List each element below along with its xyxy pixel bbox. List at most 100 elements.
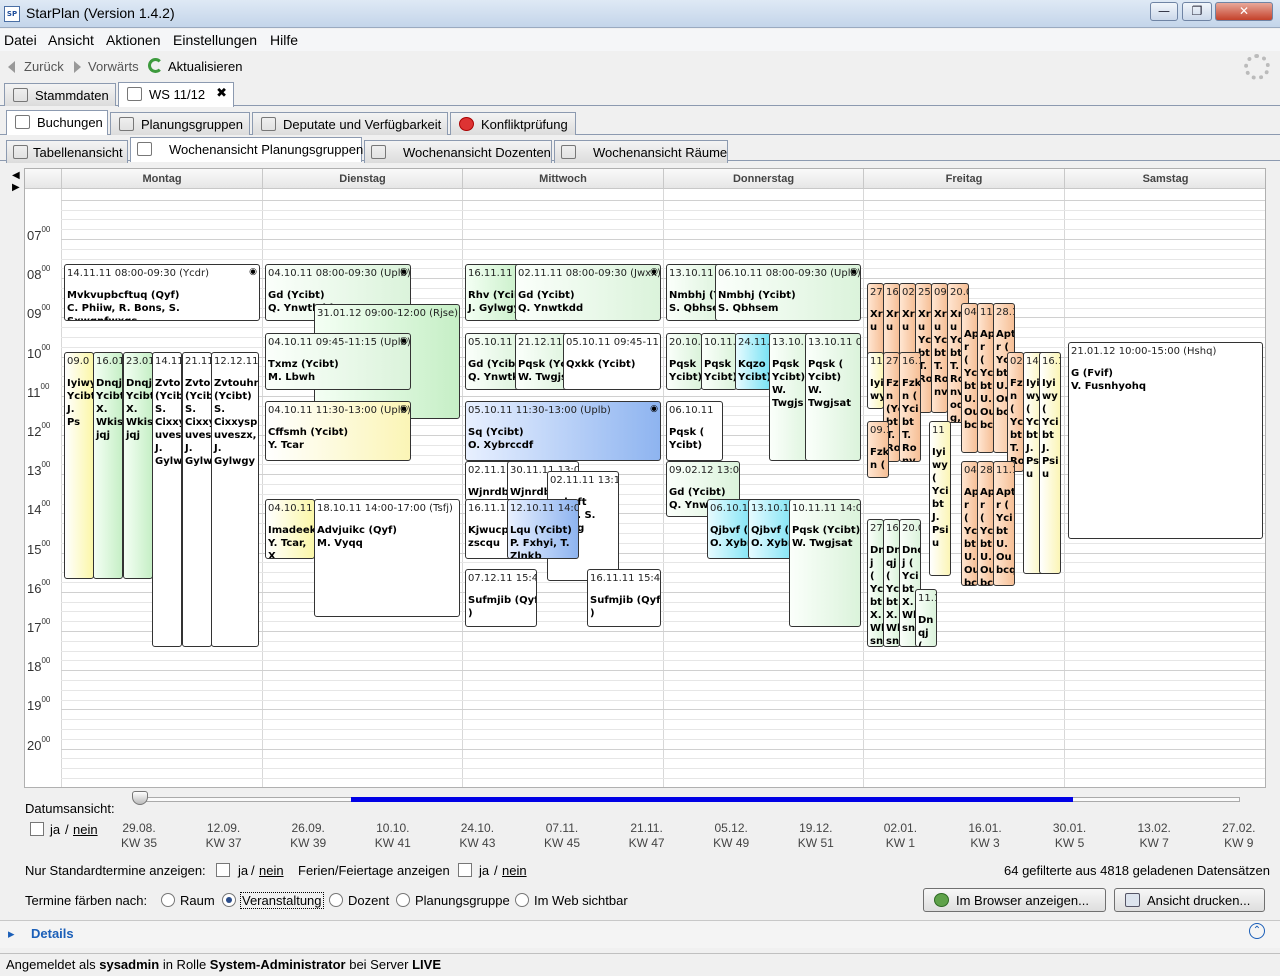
datum-checkbox[interactable]	[30, 822, 44, 836]
calendar-event[interactable]: 21.01.12 10:00-15:00 (Hshq)G (Fvif)V. Fu…	[1068, 342, 1263, 539]
calendar-event[interactable]: 04.10.11 11:30-13:00 (Uplb)Cffsmh (Ycibt…	[265, 401, 411, 461]
tab-wochenansicht-dozenten[interactable]: Wochenansicht Dozenten	[364, 140, 552, 163]
ferien-nein[interactable]: nein	[502, 863, 527, 878]
radio-veranstaltung-label[interactable]: Veranstaltung	[240, 892, 324, 909]
radio-dozent-label[interactable]: Dozent	[348, 893, 390, 908]
calendar-event[interactable]: 20.0Dnqj ( Yci bt X. Wk sn	[899, 519, 921, 647]
radio-dozent[interactable]	[329, 893, 343, 907]
standardtermine-checkbox[interactable]	[216, 863, 230, 877]
menu-hilfe[interactable]: Hilfe	[270, 32, 299, 48]
day-column[interactable]	[463, 189, 664, 787]
radio-web[interactable]	[515, 893, 529, 907]
tab-wochenansicht-raeume[interactable]: Wochenansicht Räume	[554, 140, 728, 163]
details-toggle[interactable]: Details	[31, 926, 74, 941]
tab-ws-11-12[interactable]: WS 11/12✖	[118, 82, 234, 107]
std-nein[interactable]: nein	[259, 863, 284, 878]
day-column[interactable]	[664, 189, 864, 787]
tab-wochenansicht-planungsgruppen[interactable]: Wochenansicht Planungsgruppen	[130, 137, 363, 162]
calendar-event[interactable]: 11.1Aptr ( Yci bt U. Ou bcq	[993, 461, 1015, 586]
ferien-checkbox[interactable]	[458, 863, 472, 877]
radio-veranstaltung[interactable]	[222, 893, 236, 907]
side-nav-arrows[interactable]: ◀▶	[12, 170, 20, 193]
browser-button[interactable]: Im Browser anzeigen...	[923, 888, 1106, 912]
calendar-event[interactable]: 13.10.11 09Pqsk (Ycibt) W. Twgjsat	[805, 333, 861, 461]
ferien-ja[interactable]: ja	[479, 863, 490, 878]
hour-value: 16	[27, 580, 42, 596]
tab-deputate[interactable]: Deputate und Verfügbarkeit	[252, 112, 448, 135]
date-slider-thumb[interactable]	[132, 791, 148, 805]
menu-datei[interactable]: Datei	[4, 32, 37, 48]
calendar-event[interactable]: 06.10.11 08:00-09:30 (Uplb)Nmbhj (Ycibt)…	[715, 264, 861, 321]
calendar-event[interactable]: 05.10.11 11:30-13:00 (Uplb)Sq (Ycibt)O. …	[465, 401, 661, 461]
calendar-event[interactable]: 18.10.11 14:00-17:00 (Tsfj)Advjuikc (Qyf…	[314, 499, 460, 617]
expand-up-icon[interactable]: ⌃	[1249, 923, 1265, 939]
day-column[interactable]	[864, 189, 1065, 787]
day-column[interactable]	[62, 189, 263, 787]
tab-stammdaten[interactable]: Stammdaten	[4, 83, 116, 106]
refresh-button[interactable]: Aktualisieren	[168, 59, 243, 74]
radio-planungsgruppe[interactable]	[396, 893, 410, 907]
day-column[interactable]	[263, 189, 463, 787]
calendar-event[interactable]: 16.1Fzkn ( Yci bt T. Ro nv	[899, 352, 921, 462]
menu-aktionen[interactable]: Aktionen	[106, 32, 161, 48]
menu-ansicht[interactable]: Ansicht	[48, 32, 94, 48]
tab-planungsgruppen[interactable]: Planungsgruppen	[110, 112, 250, 135]
radio-raum-label[interactable]: Raum	[180, 893, 215, 908]
event-time: 13.10.11	[751, 503, 796, 514]
close-tab-icon[interactable]: ✖	[216, 85, 227, 100]
radio-web-label[interactable]: Im Web sichtbar	[534, 893, 628, 908]
std-ja[interactable]: ja	[238, 863, 249, 878]
calendar-event[interactable]: 09.1Fzkn (	[867, 421, 889, 478]
maximize-button[interactable]: ❐	[1182, 2, 1212, 21]
top-tab-bar	[0, 82, 1280, 106]
datum-nein-label[interactable]: nein	[73, 822, 98, 837]
print-button[interactable]: Ansicht drucken...	[1114, 888, 1265, 912]
menu-einstellungen[interactable]: Einstellungen	[173, 32, 258, 48]
back-button[interactable]: Zurück	[24, 59, 64, 74]
radio-planungsgruppe-label[interactable]: Planungsgruppe	[415, 893, 510, 908]
calendar-event[interactable]: 04.10.11 09:45-11:15 (Uplb)Txmz (Ycibt)M…	[265, 333, 411, 390]
tab-konfliktpruefung[interactable]: Konfliktprüfung	[450, 112, 576, 135]
calendar-event[interactable]: 02.11.11 08:00-09:30 (Jwxx)Gd (Ycibt)Q. …	[515, 264, 661, 321]
event-title: Gd (Ycib	[468, 359, 516, 370]
date-range-bar[interactable]	[351, 797, 1073, 802]
grid-line	[61, 346, 1265, 348]
calendar-event[interactable]: 14.11.11 08:00-09:30 (Ycdr)Mvkvupbcftuq …	[64, 264, 260, 321]
forward-button[interactable]: Vorwärts	[88, 59, 139, 74]
tab-buchungen[interactable]: Buchungen	[6, 110, 108, 135]
tab-tabellenansicht[interactable]: Tabellenansicht	[6, 140, 128, 163]
radio-raum[interactable]	[161, 893, 175, 907]
calendar-event[interactable]: 05.10.11 09:45-11:Qxkk (Ycibt)	[563, 333, 661, 390]
datum-ja-label[interactable]: ja	[50, 822, 61, 837]
close-window-button[interactable]: ✕	[1215, 2, 1273, 21]
minimize-button[interactable]: —	[1150, 2, 1178, 21]
